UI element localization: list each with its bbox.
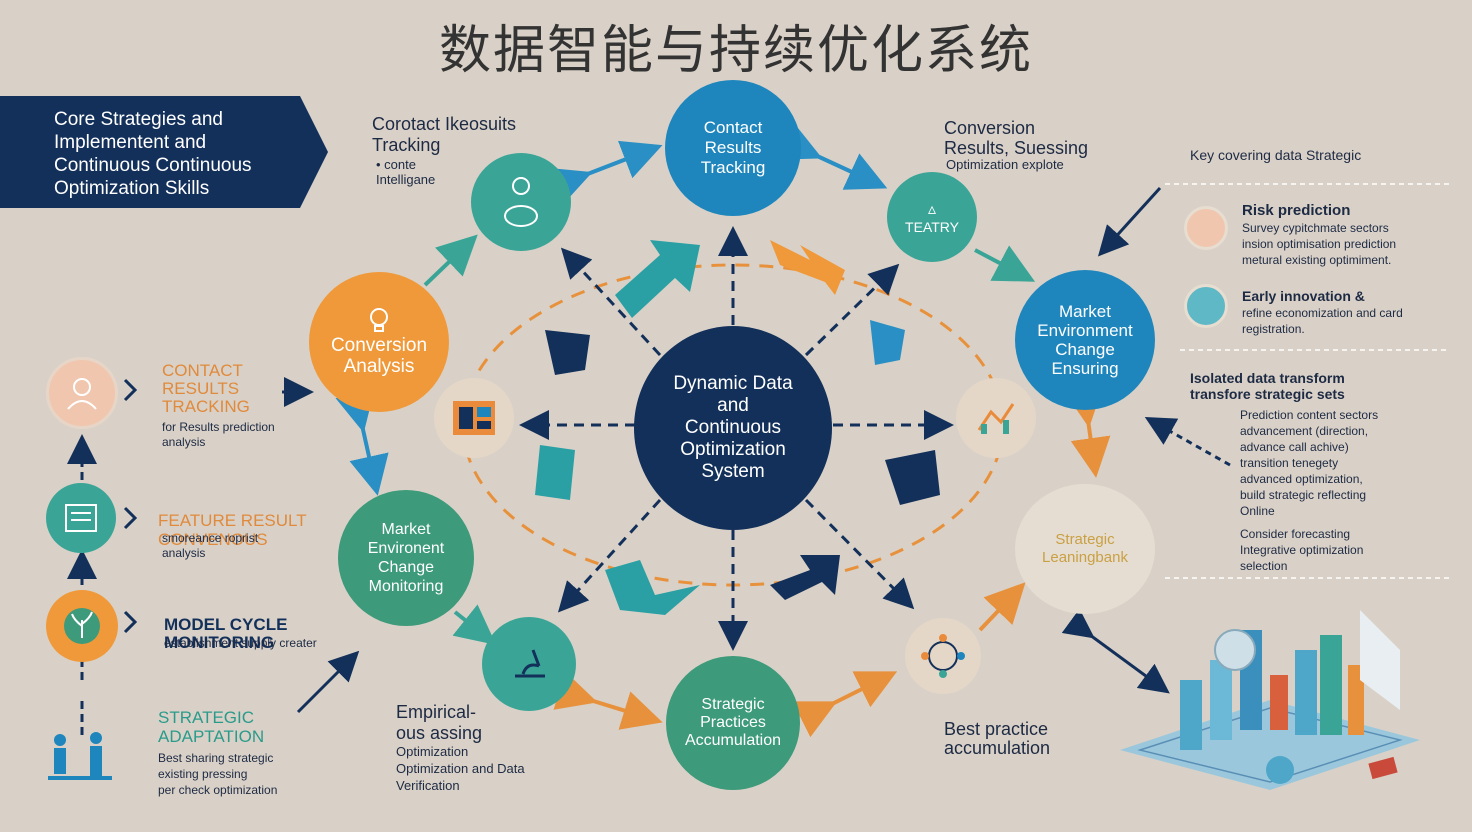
strategic-practices-node: Strategic Practices Accumulation	[666, 656, 800, 790]
teatry-node: ▵ TEATRY	[887, 172, 977, 262]
microscope-node	[482, 617, 576, 711]
market-change-ensuring-node: Market Environment Change Ensuring	[1015, 270, 1155, 410]
person-icon-node	[471, 153, 571, 251]
left-step-4-title: STRATEGIC ADAPTATION	[158, 708, 265, 746]
consider-sub: Consider forecasting Integrative optimiz…	[1240, 527, 1364, 573]
lightbulb-icon	[370, 308, 388, 332]
left-step-2-sub: smoreance roprist analysis	[162, 531, 259, 560]
strategic-learning-node: Strategic Leaningbank	[1015, 484, 1155, 614]
best-practice-label: Best practice accumulation	[944, 719, 1051, 758]
right-panel-heading: Key covering data Strategic	[1190, 147, 1362, 163]
left-step-4-sub: Best sharing strategic existing pressing…	[158, 751, 278, 797]
document-icon	[65, 504, 97, 532]
left-step-1-circle	[46, 357, 118, 429]
left-step-3-title: MODEL CYCLE MONITORING	[164, 615, 288, 652]
chart-node	[956, 378, 1036, 458]
risk-title: Risk prediction	[1242, 202, 1351, 219]
document-icon	[453, 401, 495, 435]
left-step-3-sub: establishment supply creater	[164, 636, 317, 650]
network-node	[905, 618, 981, 694]
left-step-1-title: CONTACT RESULTS TRACKING	[162, 361, 250, 416]
center-system-label: Dynamic Data and Continuous Optimization…	[673, 373, 793, 482]
early-sub: refine economization and card registrati…	[1242, 306, 1403, 336]
early-title: Early innovation &	[1242, 288, 1365, 304]
empirical-heading: Empirical- ous assing	[396, 702, 483, 743]
left-step-1-sub: for Results prediction analysis	[162, 420, 275, 449]
conversion-analysis-node: Conversion Analysis	[309, 272, 449, 412]
contact-results-tracking-node: Contact Results Tracking	[665, 80, 801, 216]
people-icon	[67, 378, 97, 410]
left-step-3-circle	[46, 590, 118, 662]
people-icon	[48, 732, 112, 780]
risk-icon	[1184, 206, 1228, 250]
isolated-sub: Prediction content sectors advancement (…	[1240, 408, 1379, 518]
bar-chart-illustration	[1120, 610, 1420, 790]
market-change-monitoring-node: Market Environent Change Monitoring	[338, 490, 474, 626]
core-strategies-banner: Core Strategies and Implementent and Con…	[0, 96, 328, 208]
risk-sub: Survey cypitchmate sectors insion optimi…	[1242, 221, 1397, 267]
network-icon	[921, 634, 965, 678]
globe-icon	[1184, 284, 1228, 328]
plant-icon	[64, 608, 100, 644]
left-step-2-title: FEATURE RESULT CONVENOUS	[158, 511, 307, 549]
left-step-2-circle	[46, 483, 116, 553]
contact-results-sub: • conte Intelligane	[376, 157, 436, 187]
conversion-results-heading: Conversion Results, Suessing	[944, 118, 1089, 158]
conversion-results-sub: Optimization explote	[946, 157, 1064, 172]
empirical-sub: Optimization Optimization and Data Verif…	[396, 744, 525, 793]
isolated-title: Isolated data transform transfore strate…	[1190, 370, 1345, 402]
chart-icon	[977, 403, 1015, 434]
page-title: 数据智能与持续优化系统	[438, 22, 1033, 80]
contact-results-heading: Corotact Ikeosuits Tracking	[372, 114, 517, 155]
microscope-icon	[515, 649, 545, 678]
person-icon	[504, 177, 538, 227]
center-system-node: Dynamic Data and Continuous Optimization…	[634, 326, 832, 530]
document-chart-node	[434, 378, 514, 458]
